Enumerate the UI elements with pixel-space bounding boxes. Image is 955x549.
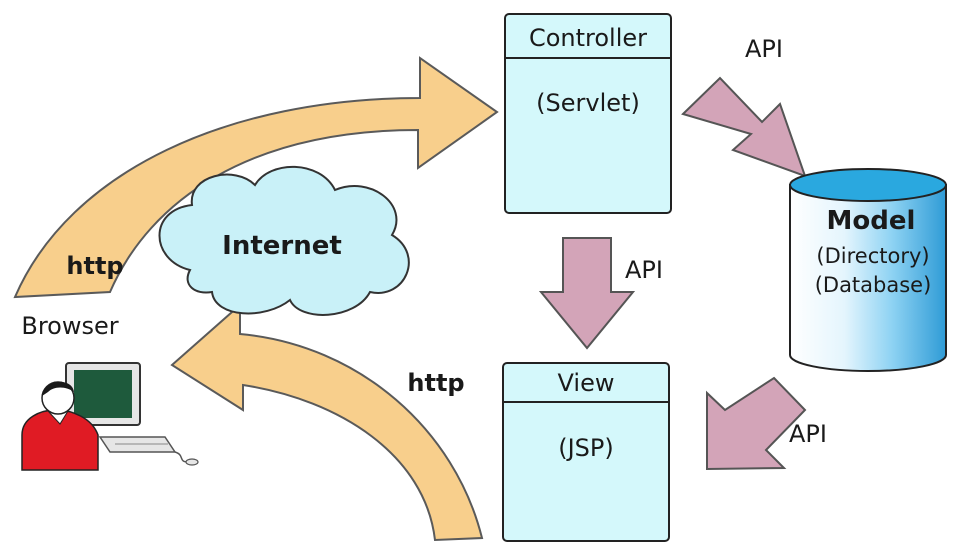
internet-label: Internet: [222, 231, 342, 261]
api-controller-view-label: API: [625, 256, 663, 284]
api-controller-model-label: API: [745, 35, 783, 63]
controller-box: Controller (Servlet): [504, 13, 672, 214]
view-box: View (JSP): [502, 362, 670, 542]
api-controller-model-arrow: [681, 76, 807, 178]
http-response-label: http: [407, 369, 464, 397]
controller-subtitle: (Servlet): [536, 89, 640, 117]
internet-cloud: [158, 165, 410, 316]
browser-label: Browser: [21, 312, 118, 340]
api-model-view-label: API: [789, 420, 827, 448]
http-request-label: http: [66, 252, 123, 280]
browser-user-icon: [21, 362, 199, 471]
view-subtitle: (JSP): [558, 434, 614, 462]
model-title: Model: [827, 206, 916, 236]
http-request-arrow: [13, 56, 499, 299]
http-response-arrow: [170, 302, 484, 542]
model-line1: (Directory): [816, 244, 929, 268]
controller-title: Controller: [529, 24, 647, 52]
model-line2: (Database): [815, 273, 932, 297]
view-title: View: [558, 369, 615, 397]
api-controller-view-arrow: [538, 237, 636, 350]
api-model-view-arrow: [706, 376, 807, 471]
model-cylinder: Model (Directory) (Database): [789, 168, 947, 372]
